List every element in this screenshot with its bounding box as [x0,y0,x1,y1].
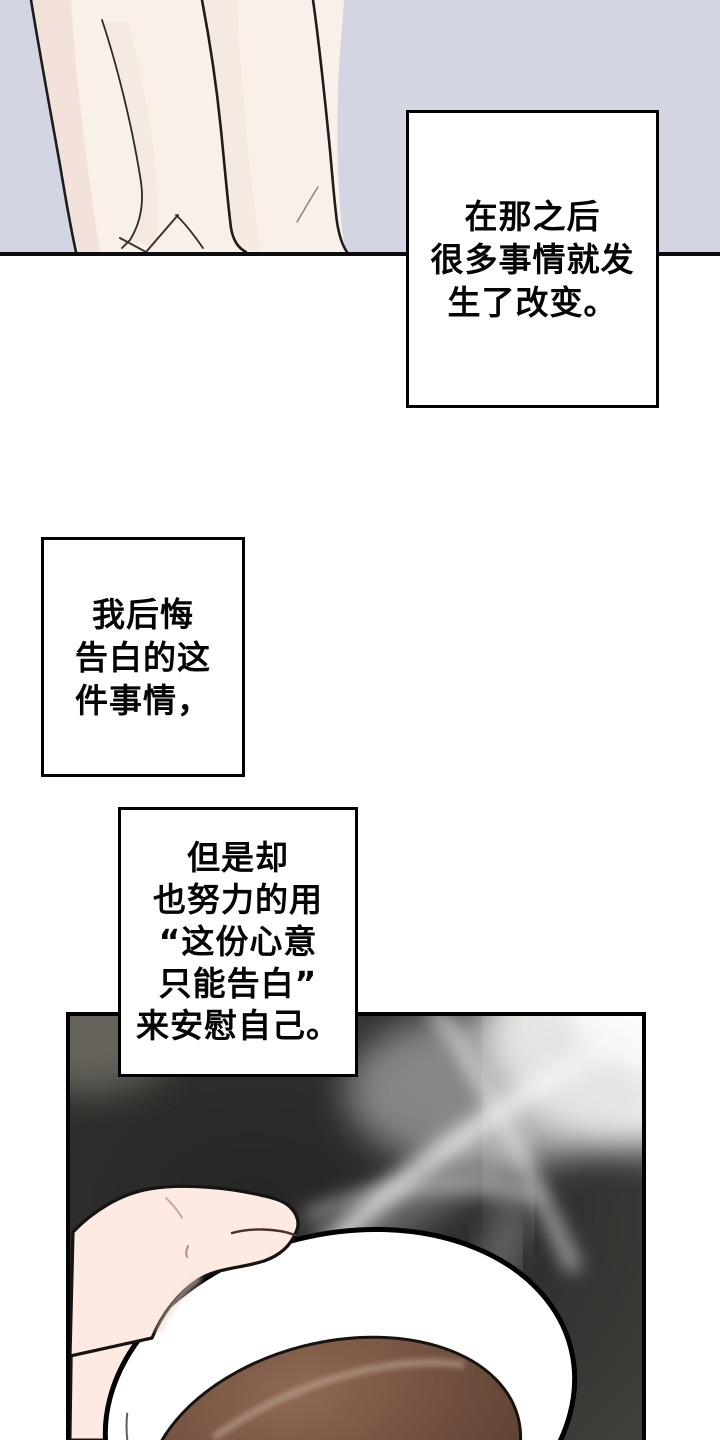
fingernail-line [230,1228,297,1237]
caption-box-1: 在那之后 很多事情就发 生了改变。 [406,110,659,408]
garment-outline-right [311,0,349,252]
coffee-highlight [211,1359,465,1440]
caption-box-3: 但是却 也努力的用 “这份心意 只能告白” 来安慰自己。 [118,807,358,1077]
garment-fold-small [175,214,204,249]
garment-outline-middle [200,0,248,252]
garment-outline-left [29,0,78,252]
coffee-illustration [70,1016,642,1440]
coffee-panel [66,1012,646,1440]
garment-crease [296,186,319,223]
coffee-mug [102,1226,578,1440]
finger-shadow [155,1276,202,1334]
caption-box-2: 我后悔 告白的这 件事情， [41,537,245,777]
garment-fold-inner [101,19,143,249]
steam-over-rim [302,1177,543,1225]
figure-illustration [29,0,349,252]
rim-inner-line [125,1412,148,1440]
steam [306,1016,642,1440]
garment-fold-v [119,214,179,252]
garment-shade-right [202,0,260,250]
hand-finger [70,1184,300,1358]
garment-body [31,0,346,252]
garment-shade-mid [103,22,158,248]
knuckle-crease [165,1197,183,1219]
garment-shade-left [31,0,100,252]
coffee-surface [145,1335,523,1440]
finger-crease [185,1245,189,1258]
